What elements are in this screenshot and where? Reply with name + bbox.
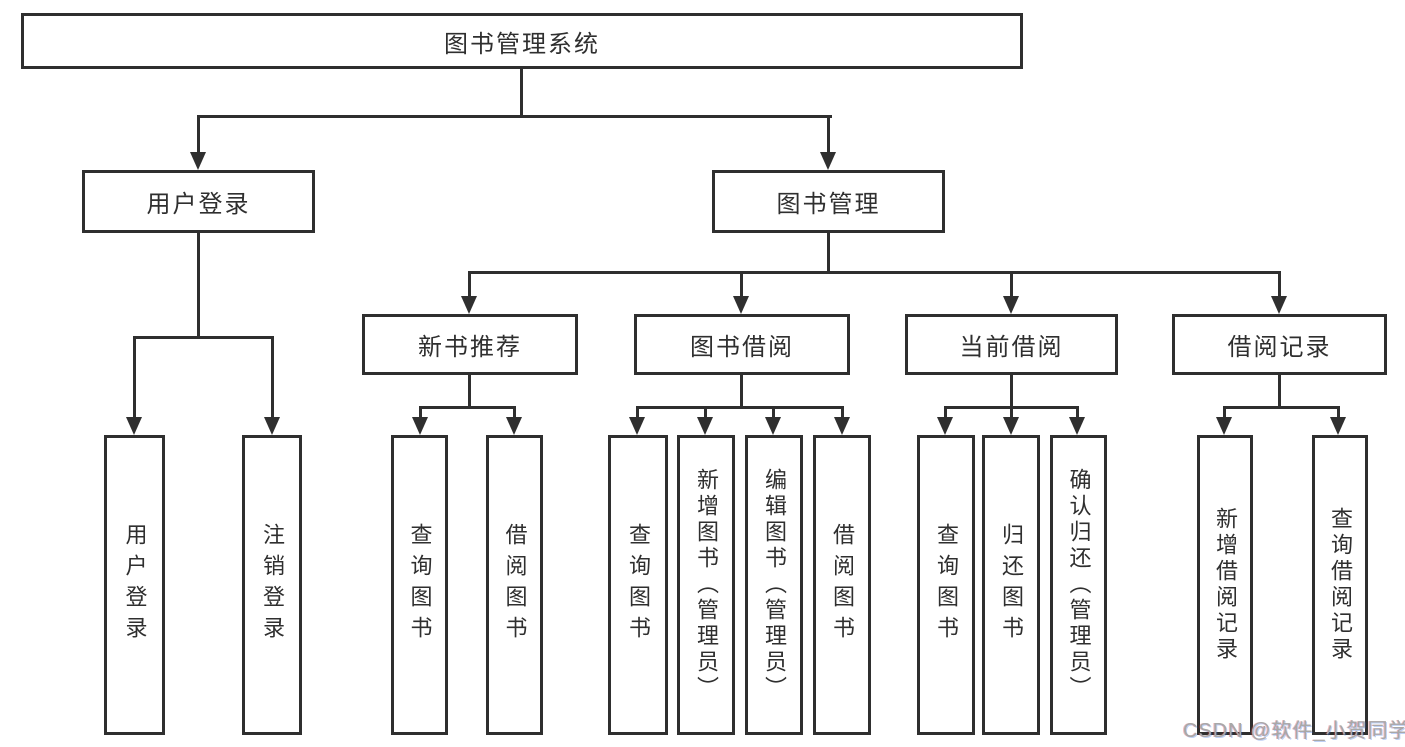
arrowhead-to-leaf-nb-borrow — [506, 417, 522, 435]
connector-book-management-hline — [468, 271, 1281, 274]
leaf-logout-login-label: 注销登录 — [260, 523, 285, 647]
connector-current-borrowing-stem — [1010, 375, 1013, 409]
leaf-borrow-query-books: 查询图书 — [608, 435, 668, 735]
leaf-recommend-borrow-books-label: 借阅图书 — [502, 523, 528, 647]
leaf-user-login: 用户登录 — [104, 435, 165, 735]
leaf-borrow-query-books-label: 查询图书 — [626, 523, 651, 647]
node-book-borrowing: 图书借阅 — [634, 314, 850, 375]
connector-to-leaf-bb-borrow-line — [841, 406, 844, 419]
arrowhead-to-borrowing-records — [1271, 296, 1287, 314]
node-book-management: 图书管理 — [712, 170, 945, 233]
connector-to-leaf-bb-add-line — [704, 406, 707, 419]
arrowhead-to-leaf-cb-confirm — [1069, 417, 1085, 435]
connector-book-borrowing-stem — [740, 375, 743, 409]
leaf-recommend-query-books: 查询图书 — [391, 435, 448, 735]
leaf-logout-login: 注销登录 — [242, 435, 302, 735]
connector-to-leaf-br-query-line — [1337, 406, 1340, 419]
connector-to-leaf-logout-line — [271, 336, 274, 419]
connector-to-leaf-nb-query-line — [419, 406, 422, 419]
connector-to-book-borrowing-line — [740, 271, 743, 298]
connector-root-hline — [197, 115, 832, 118]
connector-to-new-book-line — [468, 271, 471, 298]
leaf-current-query-books: 查询图书 — [917, 435, 975, 735]
arrowhead-to-leaf-cb-query — [937, 417, 953, 435]
connector-to-leaf-nb-borrow-line — [513, 406, 516, 419]
node-new-book-recommendation-label: 新书推荐 — [418, 334, 522, 361]
connector-user-login-hline — [133, 336, 274, 339]
arrowhead-to-book-borrowing — [733, 296, 749, 314]
connector-to-leaf-cb-query-line — [944, 406, 947, 419]
arrowhead-to-leaf-bb-edit — [765, 417, 781, 435]
connector-book-borrowing-hline — [636, 406, 844, 409]
arrowhead-to-user-login — [190, 152, 206, 170]
node-new-book-recommendation: 新书推荐 — [362, 314, 578, 375]
node-borrowing-records-label: 借阅记录 — [1227, 334, 1332, 361]
connector-to-leaf-bb-edit-line — [772, 406, 775, 419]
leaf-recommend-query-books-label: 查询图书 — [407, 523, 433, 647]
leaf-borrow-borrow-books-label: 借阅图书 — [830, 523, 855, 647]
leaf-user-login-label: 用户登录 — [122, 523, 148, 647]
node-book-borrowing-label: 图书借阅 — [690, 334, 794, 361]
connector-root-to-book-management-line — [827, 115, 830, 153]
arrowhead-to-leaf-cb-return — [1003, 417, 1019, 435]
arrowhead-to-leaf-bb-borrow — [834, 417, 850, 435]
arrowhead-to-leaf-bb-query — [629, 417, 645, 435]
arrowhead-to-leaf-br-add — [1216, 417, 1232, 435]
arrowhead-to-leaf-user-login — [126, 417, 142, 435]
connector-new-book-stem — [468, 375, 471, 409]
node-root-label: 图书管理系统 — [444, 30, 600, 58]
connector-to-leaf-cb-return-line — [1010, 406, 1013, 419]
leaf-records-add-borrow-record-label: 新增借阅记录 — [1213, 507, 1238, 663]
leaf-current-confirm-return-admin: 确认归还（管理员） — [1050, 435, 1107, 735]
connector-to-borrowing-records-line — [1278, 271, 1281, 298]
leaf-borrow-add-books-admin-label: 新增图书（管理员） — [694, 468, 719, 702]
leaf-records-query-borrow-record-label: 查询借阅记录 — [1328, 507, 1353, 663]
connector-new-book-hline — [419, 406, 516, 409]
arrowhead-to-leaf-br-query — [1330, 417, 1346, 435]
node-user-login: 用户登录 — [82, 170, 315, 233]
connector-user-login-stem — [197, 233, 200, 339]
leaf-records-query-borrow-record: 查询借阅记录 — [1312, 435, 1368, 735]
leaf-borrow-edit-books-admin-label: 编辑图书（管理员） — [762, 468, 787, 702]
leaf-current-query-books-label: 查询图书 — [934, 523, 959, 647]
arrowhead-to-leaf-logout — [264, 417, 280, 435]
connector-book-management-stem — [827, 233, 830, 274]
arrowhead-to-new-book — [461, 296, 477, 314]
connector-root-to-user-login-line — [197, 115, 200, 153]
leaf-borrow-add-books-admin: 新增图书（管理员） — [677, 435, 735, 735]
leaf-borrow-edit-books-admin: 编辑图书（管理员） — [745, 435, 803, 735]
connector-to-leaf-cb-confirm-line — [1076, 406, 1079, 419]
node-book-management-label: 图书管理 — [776, 191, 881, 218]
node-current-borrowing-label: 当前借阅 — [959, 334, 1064, 361]
node-borrowing-records: 借阅记录 — [1172, 314, 1387, 375]
connector-to-current-borrowing-line — [1010, 271, 1013, 298]
connector-root-stem — [520, 69, 523, 117]
connector-to-leaf-bb-query-line — [636, 406, 639, 419]
arrowhead-to-current-borrowing — [1003, 296, 1019, 314]
arrowhead-to-leaf-nb-query — [412, 417, 428, 435]
leaf-records-add-borrow-record: 新增借阅记录 — [1197, 435, 1253, 735]
leaf-current-return-books-label: 归还图书 — [999, 523, 1024, 647]
connector-borrowing-records-stem — [1278, 375, 1281, 409]
leaf-recommend-borrow-books: 借阅图书 — [486, 435, 543, 735]
leaf-current-return-books: 归还图书 — [982, 435, 1040, 735]
node-user-login-label: 用户登录 — [146, 191, 251, 218]
leaf-borrow-borrow-books: 借阅图书 — [813, 435, 871, 735]
connector-borrowing-records-hline — [1223, 406, 1340, 409]
connector-to-leaf-user-login-line — [133, 336, 136, 419]
leaf-current-confirm-return-admin-label: 确认归还（管理员） — [1066, 468, 1092, 702]
arrowhead-to-leaf-bb-add — [697, 417, 713, 435]
node-root: 图书管理系统 — [21, 13, 1023, 69]
csdn-watermark: CSDN @软件_小贺同学 — [1183, 720, 1405, 742]
arrowhead-to-book-management — [820, 152, 836, 170]
node-current-borrowing: 当前借阅 — [905, 314, 1118, 375]
connector-to-leaf-br-add-line — [1223, 406, 1226, 419]
